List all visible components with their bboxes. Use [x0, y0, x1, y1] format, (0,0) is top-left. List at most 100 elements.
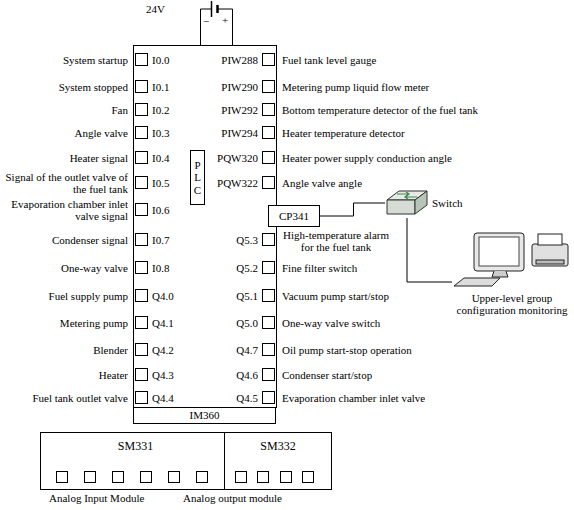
signal-name: Blender [2, 344, 128, 356]
signal-name: Heater [2, 369, 128, 381]
io-address: I0.4 [152, 152, 169, 164]
signal-name: Metering pump liquid flow meter [282, 81, 429, 93]
io-address: Q5.3 [190, 234, 258, 246]
module-terminal [56, 471, 68, 483]
io-address: I0.8 [152, 262, 169, 274]
output-module-box: SM332Analog output module [224, 432, 332, 490]
io-terminal [263, 104, 275, 116]
signal-name: Heater power supply conduction angle [282, 152, 452, 164]
switch-arrows [397, 192, 417, 199]
io-address: Q4.0 [152, 290, 174, 302]
io-terminal [136, 262, 148, 274]
module-name: CP341 [279, 210, 309, 222]
module-name: SM332 [225, 440, 331, 453]
module-terminal [280, 471, 292, 483]
io-terminal [263, 177, 275, 189]
battery-plate [216, 5, 219, 13]
io-address: Q4.6 [190, 369, 258, 381]
io-terminal [136, 81, 148, 93]
signal-name: One-way valve switch [282, 317, 380, 329]
battery-wire [218, 9, 233, 45]
network-cable [320, 203, 385, 216]
module-caption: Analog Input Module [49, 492, 144, 504]
polarity-sign: − [203, 15, 209, 27]
input-module-box: SM331Analog Input Module [40, 432, 231, 490]
io-terminal [263, 317, 275, 329]
io-address: Q5.2 [190, 262, 258, 274]
module-terminal [112, 471, 124, 483]
io-address: PIW290 [190, 81, 258, 93]
signal-name: Fine filter switch [282, 262, 357, 274]
io-address: Q5.0 [190, 317, 258, 329]
io-terminal [136, 344, 148, 356]
signal-name: Metering pump [2, 317, 128, 329]
io-terminal [263, 152, 275, 164]
signal-name: Fuel tank outlet valve [2, 392, 128, 404]
screen [479, 237, 519, 266]
polarity-sign: + [222, 14, 228, 26]
computer-icon [452, 230, 572, 292]
io-address: I0.6 [152, 204, 169, 216]
signal-name: Fuel supply pump [2, 290, 128, 302]
io-terminal [136, 369, 148, 381]
module-terminal [84, 471, 96, 483]
module-name: IM360 [190, 409, 220, 421]
io-terminal [263, 344, 275, 356]
io-address: Q4.5 [190, 392, 258, 404]
io-terminal [263, 54, 275, 66]
io-address: I0.7 [152, 234, 169, 246]
monitor [474, 233, 524, 271]
computer-label: Upper-level group configuration monitori… [452, 292, 572, 316]
io-address: I0.3 [152, 127, 169, 139]
signal-name: High-temperature alarm for the fuel tank [280, 229, 392, 253]
io-address: Q4.7 [190, 344, 258, 356]
module-terminal [302, 471, 314, 483]
io-terminal [136, 204, 148, 216]
module-terminal [235, 471, 247, 483]
io-address: Q4.2 [152, 344, 174, 356]
signal-name: Condenser signal [2, 234, 128, 246]
io-address: I0.0 [152, 54, 169, 66]
signal-name: Oil pump start-stop operation [282, 344, 412, 356]
comm-module-box: CP341 [268, 205, 320, 227]
plc-housing [134, 46, 277, 408]
module-terminal [196, 471, 208, 483]
voltage-label: 24V [146, 3, 165, 15]
signal-name: Angle valve [2, 127, 128, 139]
interface-module-box: IM360 [133, 407, 276, 424]
io-address: Q4.3 [152, 369, 174, 381]
switch-node: Switch [385, 188, 463, 218]
io-address: Q4.1 [152, 317, 174, 329]
switch-label: Switch [432, 197, 463, 209]
io-terminal [136, 392, 148, 404]
io-address: PIW294 [190, 127, 258, 139]
printer-tray [536, 260, 564, 264]
io-address: I0.2 [152, 104, 169, 116]
io-address: PIW288 [190, 54, 258, 66]
battery-symbol [201, 1, 233, 45]
signal-name: One-way valve [2, 262, 128, 274]
io-terminal [263, 234, 275, 246]
io-terminal [136, 54, 148, 66]
signal-name: Heater signal [2, 152, 128, 164]
signal-name: Vacuum pump start/stop [282, 290, 389, 302]
io-terminal [263, 290, 275, 302]
signal-name: System startup [2, 54, 128, 66]
io-terminal [263, 262, 275, 274]
monitor-stand [492, 271, 508, 277]
module-name: SM331 [41, 440, 230, 453]
signal-name: Heater temperature detector [282, 127, 405, 139]
signal-name: Angle valve angle [282, 177, 362, 189]
io-address: PIW292 [190, 104, 258, 116]
computer-node: Upper-level group configuration monitori… [452, 230, 572, 316]
signal-name: Signal of the outlet valve of the fuel t… [2, 171, 128, 195]
switch-side [415, 191, 427, 214]
io-address: I0.1 [152, 81, 169, 93]
printer-body [532, 244, 568, 266]
io-terminal [263, 81, 275, 93]
io-terminal [136, 177, 148, 189]
module-terminal [140, 471, 152, 483]
plc-label: P L C [192, 159, 203, 195]
module-terminal [168, 471, 180, 483]
signal-name: Fan [2, 104, 128, 116]
